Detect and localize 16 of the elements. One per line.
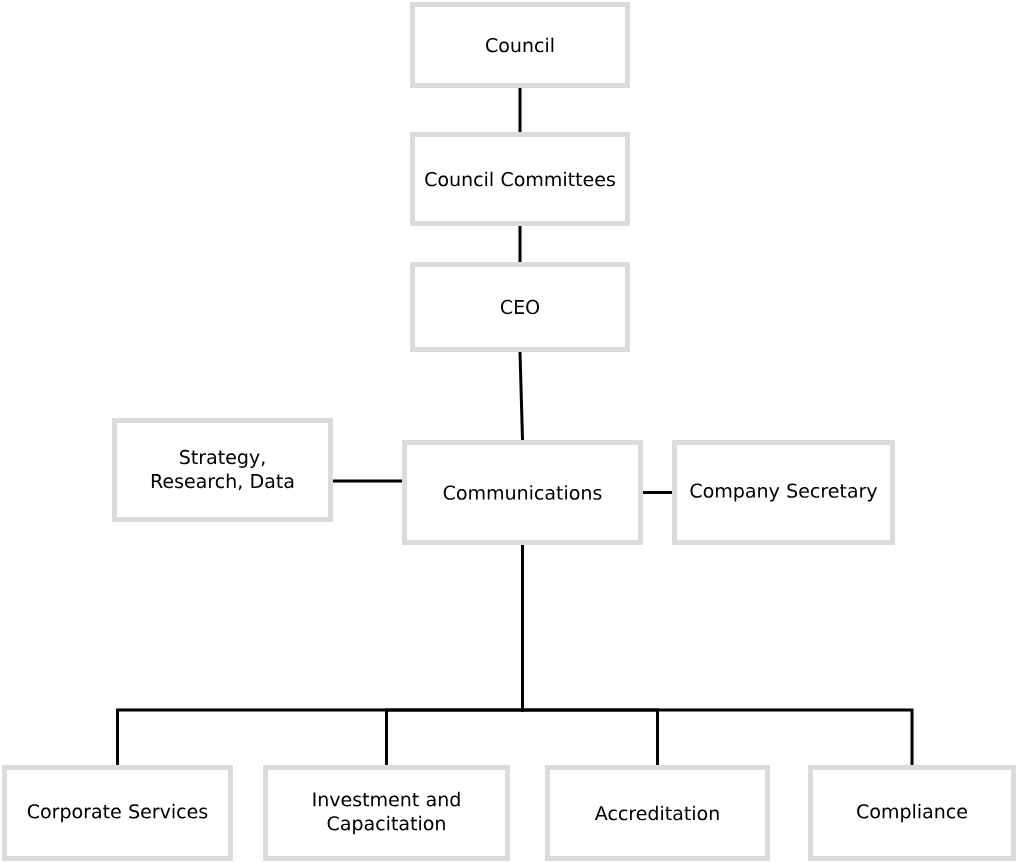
connector-line	[518, 88, 522, 132]
org-box: Investment and Capacitation	[263, 765, 510, 861]
connector-line	[643, 491, 672, 494]
connector-line	[521, 545, 914, 765]
connector-line	[333, 479, 402, 483]
org-box: Communications	[402, 440, 643, 545]
org-box: CEO	[410, 262, 630, 352]
org-box: Compliance	[808, 765, 1016, 861]
org-box: Corporate Services	[2, 765, 233, 861]
org-box: Council	[410, 2, 630, 88]
org-box: Company Secretary	[672, 440, 895, 545]
org-box: Accreditation	[545, 765, 770, 861]
org-box: Council Committees	[410, 132, 630, 226]
org-box: Strategy, Research, Data	[112, 418, 333, 522]
connector-line	[518, 226, 522, 262]
connector-line	[518, 351, 524, 441]
